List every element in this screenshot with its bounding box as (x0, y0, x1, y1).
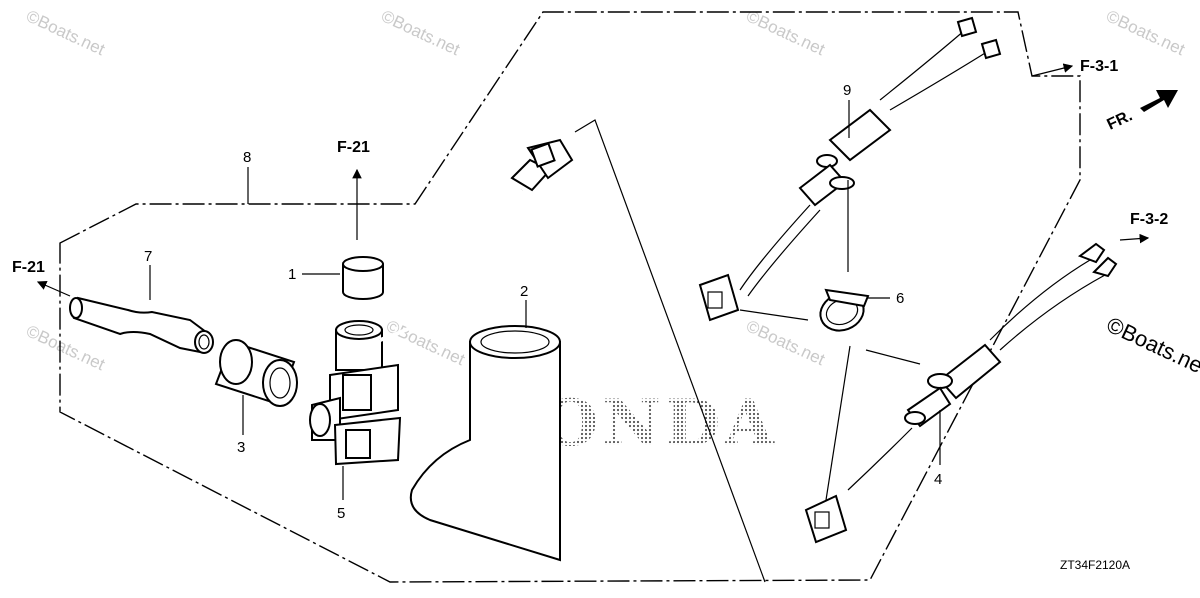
callout-1: 1 (288, 266, 296, 283)
ref-f3-2-arrow (1119, 233, 1150, 244)
leader-6-right (865, 349, 921, 365)
callout-6: 6 (896, 290, 904, 307)
divider-line (574, 119, 766, 583)
part-7-bent-tube[interactable] (69, 296, 214, 354)
site-watermark-dark: ©Boats.net (1103, 312, 1200, 381)
part-5-sensor[interactable] (309, 138, 574, 466)
front-label: FR. (1105, 107, 1136, 133)
callout-8: 8 (243, 149, 251, 166)
callout-7: 7 (144, 248, 152, 265)
callout-3: 3 (237, 439, 245, 456)
ref-f21-top: F-21 (337, 139, 370, 156)
front-indicator: FR. (1105, 90, 1178, 134)
site-watermarks: ©Boats.net ©Boats.net ©Boats.net ©Boats.… (23, 6, 1200, 380)
site-watermark: ©Boats.net (743, 6, 828, 59)
site-watermark: ©Boats.net (23, 321, 108, 374)
site-watermark: ©Boats.net (383, 316, 468, 369)
callout-4: 4 (934, 471, 942, 488)
part-3-sleeve[interactable] (214, 339, 298, 407)
site-watermark: ©Boats.net (743, 316, 828, 369)
site-watermark: ©Boats.net (23, 6, 108, 59)
front-arrow-icon (1140, 90, 1178, 112)
part-1-collar[interactable] (342, 256, 384, 300)
ref-f21-left: F-21 (12, 259, 45, 276)
ref-f3-1: F-3-1 (1080, 58, 1118, 75)
site-watermark: ©Boats.net (378, 6, 463, 59)
leader-6-down (825, 345, 851, 501)
leader-6-left (739, 309, 809, 321)
diagram-code: ZT34F2120A (1060, 558, 1130, 572)
ref-f3-2: F-3-2 (1130, 211, 1168, 228)
callout-5: 5 (337, 505, 345, 522)
callout-9: 9 (843, 82, 851, 99)
part-4-harness[interactable] (804, 242, 1118, 544)
ref-f21-left-arrow (36, 280, 71, 297)
part-9-harness[interactable] (698, 16, 1002, 322)
callout-2: 2 (520, 283, 528, 300)
kit-boundary (59, 11, 1081, 583)
site-watermark: ©Boats.net (1103, 6, 1188, 59)
ref-f3-1-arrow (1031, 63, 1074, 77)
part-2-hose[interactable] (409, 325, 561, 562)
part-6-clip[interactable] (815, 288, 870, 337)
